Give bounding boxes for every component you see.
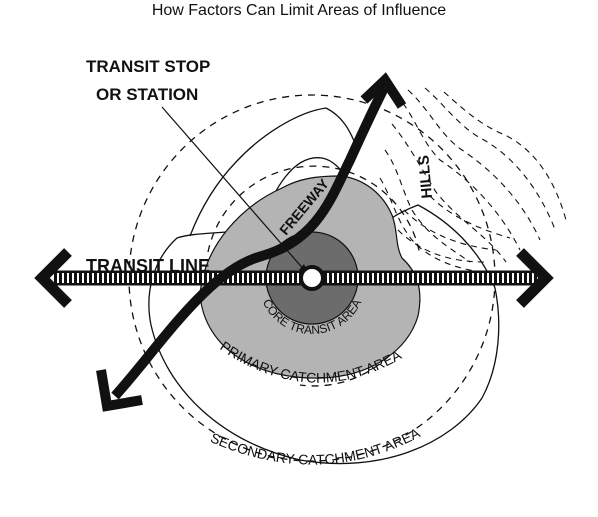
secondary-catchment-lobe xyxy=(189,107,357,237)
transit-line-label: TRANSIT LINE xyxy=(86,256,210,276)
freeway-northeast-arrow xyxy=(360,72,407,109)
transit-stop-label-line2: OR STATION xyxy=(96,85,198,104)
transit-stop-label-line1: TRANSIT STOP xyxy=(86,57,210,76)
transit-line xyxy=(34,248,554,308)
hills-contours xyxy=(379,87,567,273)
freeway xyxy=(96,72,407,412)
transit-line-right-arrow xyxy=(516,248,554,308)
transit-stop-pointer xyxy=(161,106,307,273)
page-title: How Factors Can Limit Areas of Influence xyxy=(151,2,447,19)
hills-label: HILLS xyxy=(415,154,436,199)
theoretical-primary-circle xyxy=(207,165,421,387)
transit-stop-marker xyxy=(299,265,325,291)
freeway-southwest-arrow xyxy=(96,369,143,412)
transit-line-left-arrow xyxy=(34,248,72,308)
